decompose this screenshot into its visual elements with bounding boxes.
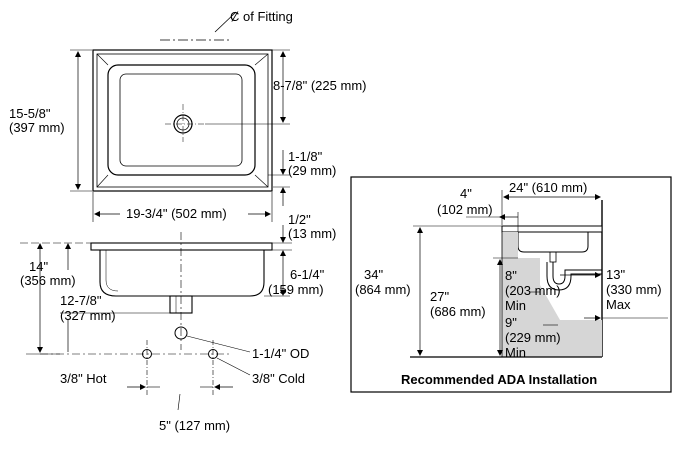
sink-basin [107,64,256,176]
rim-width-in: 1-1/8" [288,149,323,164]
rim-thickness-mm: (13 mm) [288,226,337,241]
ada-countertop [501,225,603,233]
overall-depth-in: 15-5/8" [9,106,51,121]
overall-width-label: 19-3/4" (502 mm) [126,206,227,221]
drain-od-label: 1-1/4" OD [252,346,310,361]
rim-thickness-in: 1/2" [288,212,311,227]
rim-width-mm: (29 mm) [288,163,337,178]
plan-view [70,11,290,222]
ada-max-depth-in: 13" [606,267,626,282]
hot-label: 3/8" Hot [60,371,107,386]
ada-toe-depth-mm: (229 mm) [505,330,561,345]
ada-knee-clearance [502,232,602,357]
sink-bowl-profile [99,250,265,297]
bowl-depth-in: 6-1/4" [290,267,325,282]
bowl-depth-mm: (159 mm) [268,282,324,297]
total-height-in: 14" [29,259,49,274]
supply-spacing-label: 5" (127 mm) [159,418,231,433]
ada-knee-depth-in: 8" [505,268,517,283]
drain-height-in: 12-7/8" [60,293,102,308]
sink-rim-profile [90,242,273,251]
ada-max-label: Max [606,297,631,312]
ada-max-depth-mm: (330 mm) [606,282,662,297]
ada-knee-height-mm: (686 mm) [430,304,486,319]
ada-p-trap [552,262,602,285]
drain-od-circle [174,326,188,340]
ada-setback-mm: (102 mm) [437,202,493,217]
ada-title: Recommended ADA Installation [401,372,598,387]
centerline-label: Ȼ of Fitting [230,9,293,24]
ada-knee-depth-mm: (203 mm) [505,283,561,298]
overall-depth-mm: (397 mm) [9,120,65,135]
drain-height-mm: (327 mm) [60,308,116,323]
elevation-view [20,225,292,411]
ada-knee-depth-min: Min [505,298,526,313]
hot-supply-icon [142,349,152,359]
ada-knee-height-in: 27" [430,289,450,304]
total-height-mm: (356 mm) [20,273,76,288]
cold-supply-icon [208,349,218,359]
ada-toe-depth-min: Min [505,345,526,360]
ada-installation-inset [350,176,672,393]
ada-counter-height-mm: (864 mm) [355,282,411,297]
drain-depth-label: 8-7/8" (225 mm) [273,78,367,93]
ada-frame [350,176,672,393]
ada-sink [517,232,589,253]
sink-outer-rim [92,49,273,192]
ada-setback-in: 4" [460,186,472,201]
ada-counter-width: 24" (610 mm) [509,180,588,195]
ada-counter-height-in: 34" [364,267,384,282]
cold-label: 3/8" Cold [252,371,306,386]
ada-toe-depth-in: 9" [505,315,517,330]
